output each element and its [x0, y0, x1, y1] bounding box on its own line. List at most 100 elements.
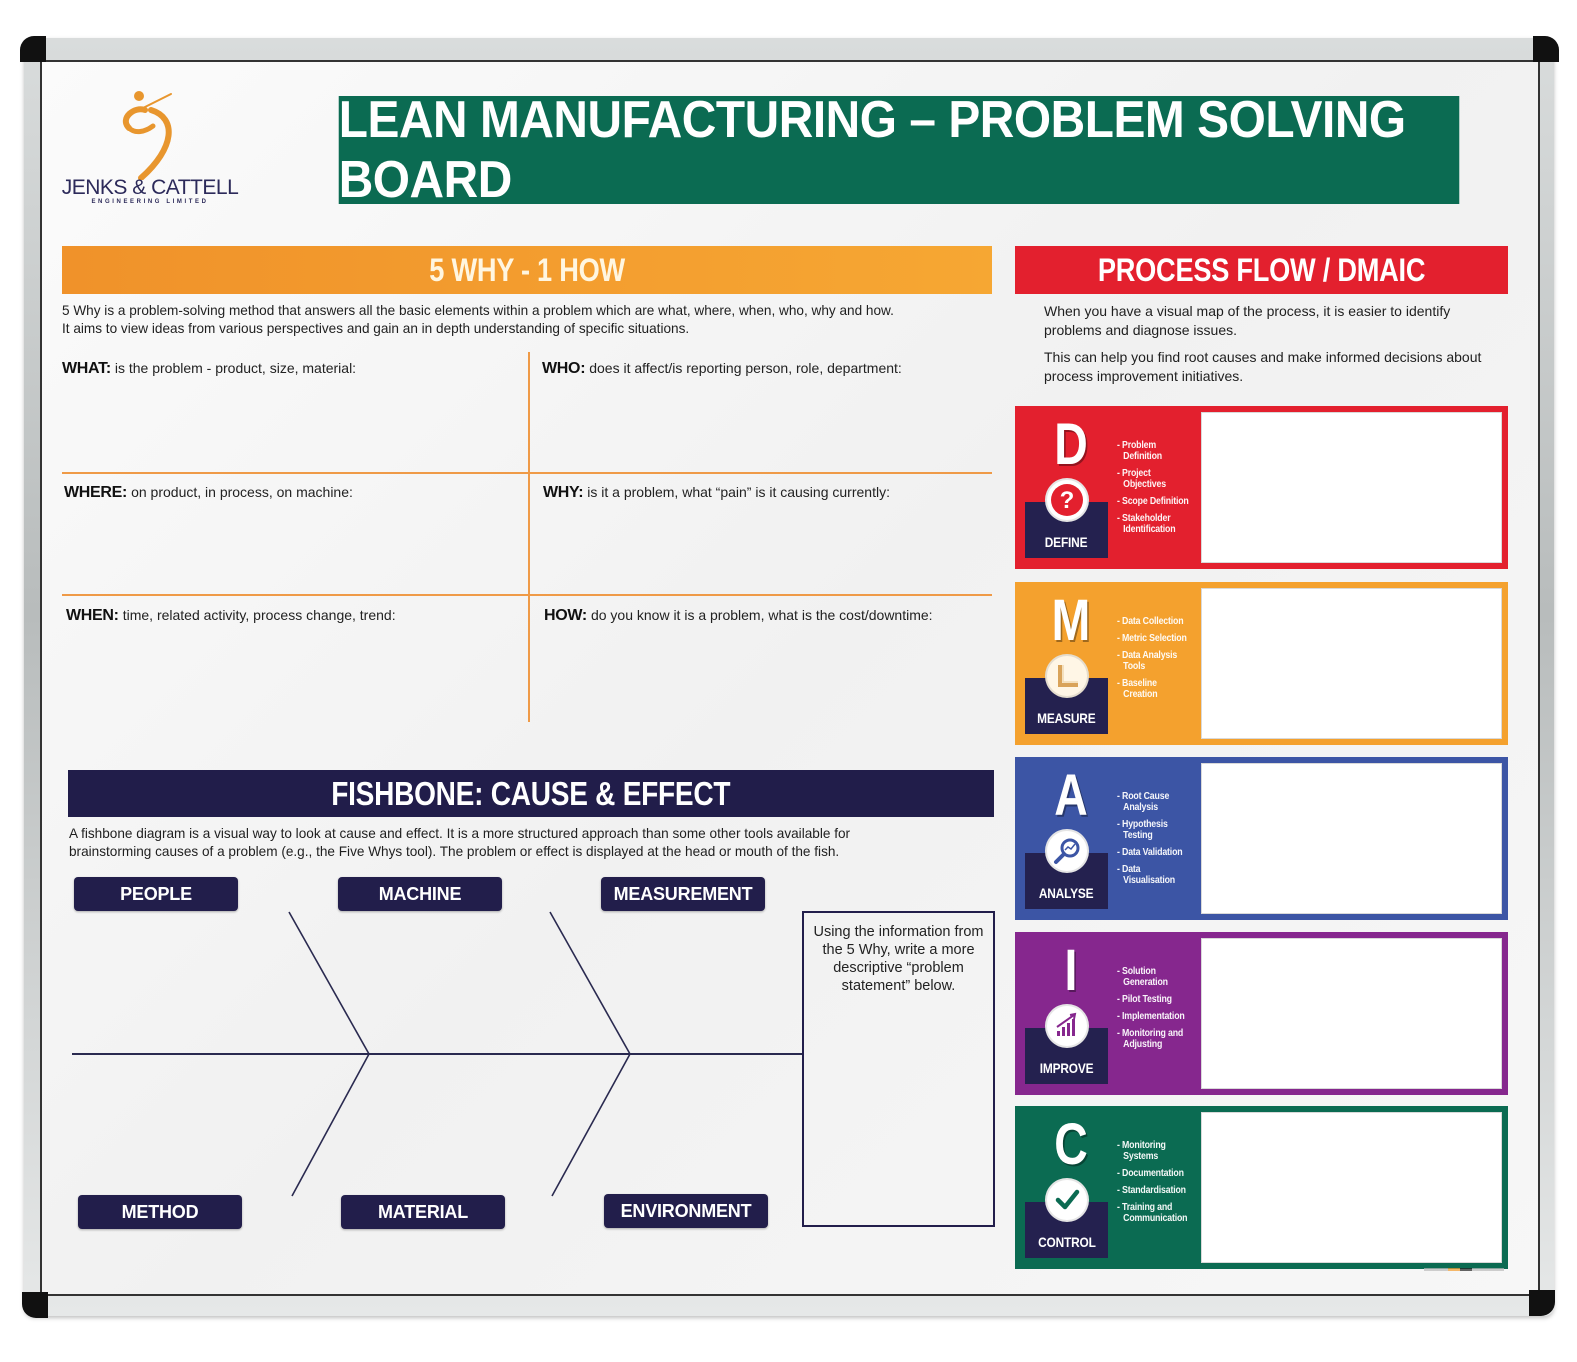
fishbone-bone-upper-1 — [288, 911, 370, 1055]
dmaic-stage-label: CONTROL — [1037, 1234, 1096, 1250]
fishbone-intro: A fishbone diagram is a visual way to lo… — [69, 825, 969, 861]
dmaic-card-analyse: A ANALYSE - Root Cause Analysis - Hypoth… — [1015, 757, 1508, 920]
dmaic-item: - Pilot Testing — [1117, 994, 1172, 1005]
why-cell-prompt: time, related activity, process change, … — [122, 607, 396, 623]
why-cell-prompt: do you know it is a problem, what is the… — [590, 607, 933, 623]
why-cell-what[interactable]: WHAT:is the problem - product, size, mat… — [62, 360, 356, 378]
why-cell-key: WHO: — [542, 360, 586, 377]
dmaic-card-improve: I IMPROVE - Solution Generation - Pilot … — [1015, 932, 1508, 1095]
dmaic-item: - Hypothesis Testing — [1117, 819, 1168, 841]
frame-corner-bottom-right — [1529, 1290, 1555, 1316]
five-why-grid: WHAT:is the problem - product, size, mat… — [62, 352, 992, 724]
dmaic-item-list: - Monitoring Systems - Documentation - S… — [1117, 1140, 1201, 1230]
brand-name: JENKS & CATTELL — [61, 176, 239, 199]
board-title: LEAN MANUFACTURING – PROBLEM SOLVING BOA… — [338, 91, 1460, 209]
ruler-square-icon — [1045, 654, 1089, 698]
fishbone-bone-lower-2 — [551, 1053, 631, 1197]
dmaic-letter: M — [1051, 588, 1091, 653]
fishbone-heading-text: FISHBONE: CAUSE & EFFECT — [331, 774, 731, 812]
problem-statement-box[interactable]: Using the information from the 5 Why, wr… — [802, 911, 995, 1227]
frame-corner-top-right — [1533, 36, 1559, 62]
dmaic-item-list: - Problem Definition - Project Objective… — [1117, 440, 1201, 541]
dmaic-item: - Data Analysis Tools — [1117, 650, 1178, 672]
why-cell-prompt: is it a problem, what “pain” is it causi… — [587, 484, 890, 500]
dmaic-item: - Data Visualisation — [1117, 864, 1175, 886]
dmaic-item: - Training and Communication — [1117, 1202, 1188, 1224]
why-cell-who[interactable]: WHO:does it affect/is reporting person, … — [542, 360, 902, 378]
fishbone-category-method[interactable]: METHOD — [78, 1195, 242, 1229]
dmaic-stage-label: ANALYSE — [1039, 885, 1094, 901]
process-flow-heading-text: PROCESS FLOW / DMAIC — [1097, 251, 1426, 288]
brand-subtitle: ENGINEERING LIMITED — [91, 199, 209, 205]
dmaic-item: - Scope Definition — [1117, 496, 1189, 507]
fishbone-category-people[interactable]: PEOPLE — [74, 877, 238, 911]
dmaic-letter: C — [1054, 1112, 1088, 1177]
five-why-heading-text: 5 WHY - 1 HOW — [429, 251, 625, 288]
why-cell-key: WHAT: — [62, 360, 111, 377]
five-why-intro-line-2: It aims to view ideas from various persp… — [62, 321, 690, 336]
magnifier-chart-icon — [1045, 829, 1089, 873]
dmaic-item: - Data Collection — [1117, 616, 1184, 627]
analyse-write-area[interactable] — [1201, 763, 1502, 914]
dmaic-item: - Stakeholder Identification — [1117, 513, 1176, 535]
fishbone-intro-line-2: brainstorming causes of a problem (e.g.,… — [69, 844, 840, 859]
growth-chart-icon — [1045, 1004, 1089, 1048]
why-cell-prompt: on product, in process, on machine: — [131, 484, 353, 500]
dmaic-item: - Root Cause Analysis — [1117, 791, 1170, 813]
control-write-area[interactable] — [1201, 1112, 1502, 1263]
dmaic-item: - Project Objectives — [1117, 468, 1166, 490]
five-why-heading: 5 WHY - 1 HOW — [62, 246, 992, 294]
improve-write-area[interactable] — [1201, 938, 1502, 1089]
process-flow-intro-p1: When you have a visual map of the proces… — [1044, 303, 1451, 338]
define-write-area[interactable] — [1201, 412, 1502, 563]
process-flow-intro: When you have a visual map of the proces… — [1044, 302, 1494, 394]
checkmark-icon — [1045, 1178, 1089, 1222]
dmaic-letter: A — [1054, 763, 1088, 828]
dmaic-item: - Baseline Creation — [1117, 678, 1158, 700]
question-mark-icon: ? — [1045, 478, 1089, 522]
dmaic-item-list: - Data Collection - Metric Selection - D… — [1117, 616, 1201, 706]
grid-divider-horizontal-1 — [62, 472, 992, 474]
dmaic-item: - Problem Definition — [1117, 440, 1162, 462]
fishbone-heading: FISHBONE: CAUSE & EFFECT — [68, 770, 994, 817]
dancing-figure-logo-icon — [122, 91, 172, 180]
fishbone-bone-upper-2 — [549, 911, 631, 1055]
why-cell-how[interactable]: HOW:do you know it is a problem, what is… — [544, 607, 933, 625]
dmaic-item: - Implementation — [1117, 1011, 1185, 1022]
fishbone-category-material[interactable]: MATERIAL — [341, 1195, 505, 1229]
why-cell-where[interactable]: WHERE:on product, in process, on machine… — [64, 484, 353, 502]
dmaic-item: - Monitoring and Adjusting — [1117, 1028, 1184, 1050]
dmaic-card-control: C CONTROL - Monitoring Systems - Documen… — [1015, 1106, 1508, 1269]
why-cell-key: HOW: — [544, 607, 587, 624]
dmaic-stage-label: IMPROVE — [1039, 1060, 1094, 1076]
fishbone-bone-lower-1 — [291, 1053, 370, 1197]
fishbone-category-environment[interactable]: ENVIRONMENT — [604, 1194, 768, 1228]
dmaic-item: - Monitoring Systems — [1117, 1140, 1166, 1162]
dmaic-item: - Standardisation — [1117, 1185, 1186, 1196]
manufacturer-footer-mark — [1424, 1268, 1504, 1271]
why-cell-why[interactable]: WHY:is it a problem, what “pain” is it c… — [543, 484, 890, 502]
brand-logo: JENKS & CATTELL ENGINEERING LIMITED — [60, 88, 240, 208]
svg-text:?: ? — [1060, 487, 1075, 514]
grid-divider-vertical — [528, 352, 530, 722]
process-flow-intro-p2: This can help you find root causes and m… — [1044, 349, 1482, 384]
measure-write-area[interactable] — [1201, 588, 1502, 739]
why-cell-key: WHY: — [543, 484, 584, 501]
fishbone-intro-line-1: A fishbone diagram is a visual way to lo… — [69, 826, 851, 841]
dmaic-card-measure: M MEASURE - Data Collection - Metric Sel… — [1015, 582, 1508, 745]
why-cell-when[interactable]: WHEN:time, related activity, process cha… — [66, 607, 396, 625]
dmaic-stage-label: MEASURE — [1037, 710, 1096, 726]
grid-divider-horizontal-2 — [62, 594, 992, 596]
process-flow-heading: PROCESS FLOW / DMAIC — [1015, 246, 1508, 294]
dmaic-item: - Data Validation — [1117, 847, 1183, 858]
dmaic-item-list: - Solution Generation - Pilot Testing - … — [1117, 966, 1201, 1056]
frame-corner-top-left — [20, 36, 46, 62]
fishbone-category-measurement[interactable]: MEASUREMENT — [601, 877, 765, 911]
dmaic-letter: I — [1064, 938, 1078, 1003]
five-why-intro: 5 Why is a problem-solving method that a… — [62, 302, 992, 338]
five-why-intro-line-1: 5 Why is a problem-solving method that a… — [62, 303, 894, 318]
fishbone-category-machine[interactable]: MACHINE — [338, 877, 502, 911]
problem-statement-hint: Using the information from the 5 Why, wr… — [813, 924, 984, 994]
fishbone-diagram — [72, 911, 802, 1197]
dmaic-stage-label: DEFINE — [1045, 534, 1088, 550]
